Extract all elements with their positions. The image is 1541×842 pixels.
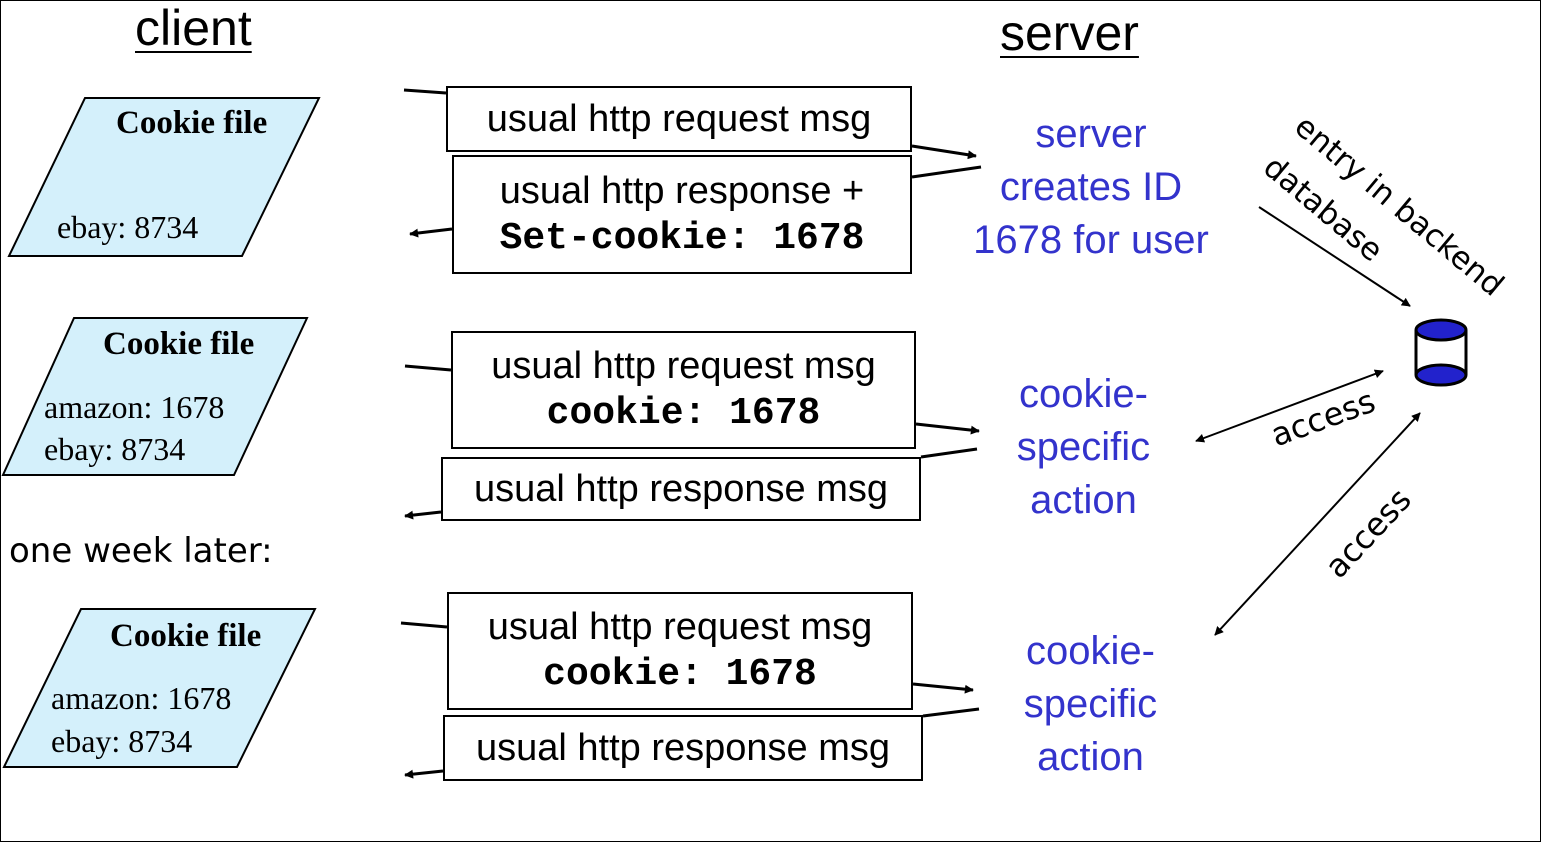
- cookie-file-title: Cookie file: [110, 618, 262, 654]
- request-line-3: [400, 621, 448, 629]
- server-heading: server: [1000, 5, 1139, 61]
- cookie-file-shape: [7, 97, 321, 257]
- response-box-3: usual http response msg: [443, 715, 923, 781]
- cookie-file-shape: [1, 317, 309, 476]
- request-arrow-2: [915, 422, 980, 435]
- client-heading: client: [135, 0, 252, 56]
- request-arrow-1: [911, 144, 977, 160]
- response-arrow-2: [404, 510, 442, 520]
- response-line-1: [911, 165, 982, 179]
- request-text: usual http request msg: [491, 345, 876, 387]
- cookie-entry-amazon: amazon: 1678: [51, 680, 232, 716]
- request-text: usual http request msg: [487, 606, 873, 648]
- response-arrow-1: [409, 227, 453, 238]
- cookie-file-title: Cookie file: [103, 326, 255, 362]
- response-text: usual http response +: [499, 169, 865, 212]
- request-line-2: [404, 364, 452, 372]
- response-text: usual http response msg: [473, 468, 888, 510]
- cookie-header: cookie: 1678: [543, 653, 817, 696]
- cookie-entry-ebay: ebay: 8734: [57, 209, 199, 245]
- set-cookie-header: Set-cookie: 1678: [499, 216, 865, 260]
- response-text: usual http response msg: [475, 727, 890, 769]
- response-line-3: [922, 707, 980, 718]
- response-line-2: [920, 447, 978, 459]
- cookie-entry-amazon: amazon: 1678: [44, 389, 225, 425]
- request-box-3: usual http request msg cookie: 1678: [447, 592, 913, 710]
- server-action-3: cookie- specific action: [1023, 629, 1158, 779]
- server-action-1: server creates ID 1678 for user: [973, 112, 1209, 262]
- cookie-entry-ebay: ebay: 8734: [51, 723, 193, 759]
- server-action-2: cookie- specific action: [1016, 372, 1151, 522]
- access-arrow-2: [1214, 412, 1421, 636]
- cookie-file-title: Cookie file: [116, 105, 268, 141]
- one-week-later-label: one week later:: [9, 531, 273, 571]
- request-text: usual http request msg: [486, 98, 872, 140]
- cookie-file-shape: [2, 608, 317, 768]
- response-box-1: usual http response + Set-cookie: 1678: [452, 155, 912, 274]
- request-line-1: [403, 88, 447, 95]
- request-box-1: usual http request msg: [446, 86, 912, 152]
- response-arrow-3: [404, 769, 444, 779]
- cookie-header: cookie: 1678: [546, 392, 821, 435]
- database-icon: [1414, 318, 1468, 387]
- response-box-2: usual http response msg: [441, 457, 921, 521]
- request-box-2: usual http request msg cookie: 1678: [451, 331, 916, 449]
- cookie-entry-ebay: ebay: 8734: [44, 431, 186, 467]
- entry-arrow: [1258, 206, 1411, 307]
- request-arrow-3: [912, 682, 974, 694]
